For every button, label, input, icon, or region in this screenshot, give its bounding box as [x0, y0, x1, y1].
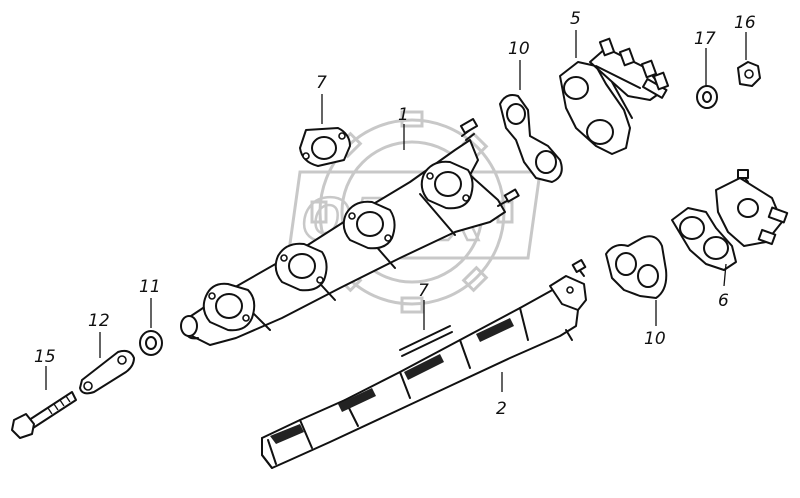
callout-labels: 1 2 5 6 7 7 10 10 11 12 15 16 17 — [34, 9, 756, 419]
part-17-washer — [696, 85, 718, 109]
part-2-exhaust-pipe — [261, 259, 587, 469]
part-11-washer — [139, 330, 163, 356]
callout-16: 16 — [734, 13, 756, 33]
leader-lines — [45, 30, 747, 392]
callout-6: 6 — [718, 291, 729, 311]
part-1-exhaust-manifold — [180, 118, 520, 346]
callout-1: 1 — [398, 105, 409, 125]
callout-12: 12 — [88, 311, 110, 331]
part-15-bolt — [11, 391, 77, 439]
part-5-front-manifold — [559, 37, 670, 155]
callout-10-upper: 10 — [508, 39, 530, 59]
part-10-gasket-lower — [605, 235, 668, 299]
part-10-gasket-upper — [499, 94, 563, 183]
callout-7-upper: 7 — [316, 73, 327, 93]
part-12-link-plate — [79, 349, 135, 395]
callout-10-lower: 10 — [644, 329, 666, 349]
part-16-nut — [737, 61, 761, 87]
callout-7-lower: 7 — [418, 281, 429, 301]
part-6-rear-manifold — [671, 169, 789, 271]
callout-11: 11 — [139, 277, 161, 297]
callout-5: 5 — [570, 9, 581, 29]
part-7-gasket-upper — [299, 127, 351, 167]
part-7-gasket-strip — [399, 325, 453, 357]
callout-2: 2 — [496, 399, 507, 419]
callout-17: 17 — [694, 29, 716, 49]
callout-15: 15 — [34, 347, 56, 367]
